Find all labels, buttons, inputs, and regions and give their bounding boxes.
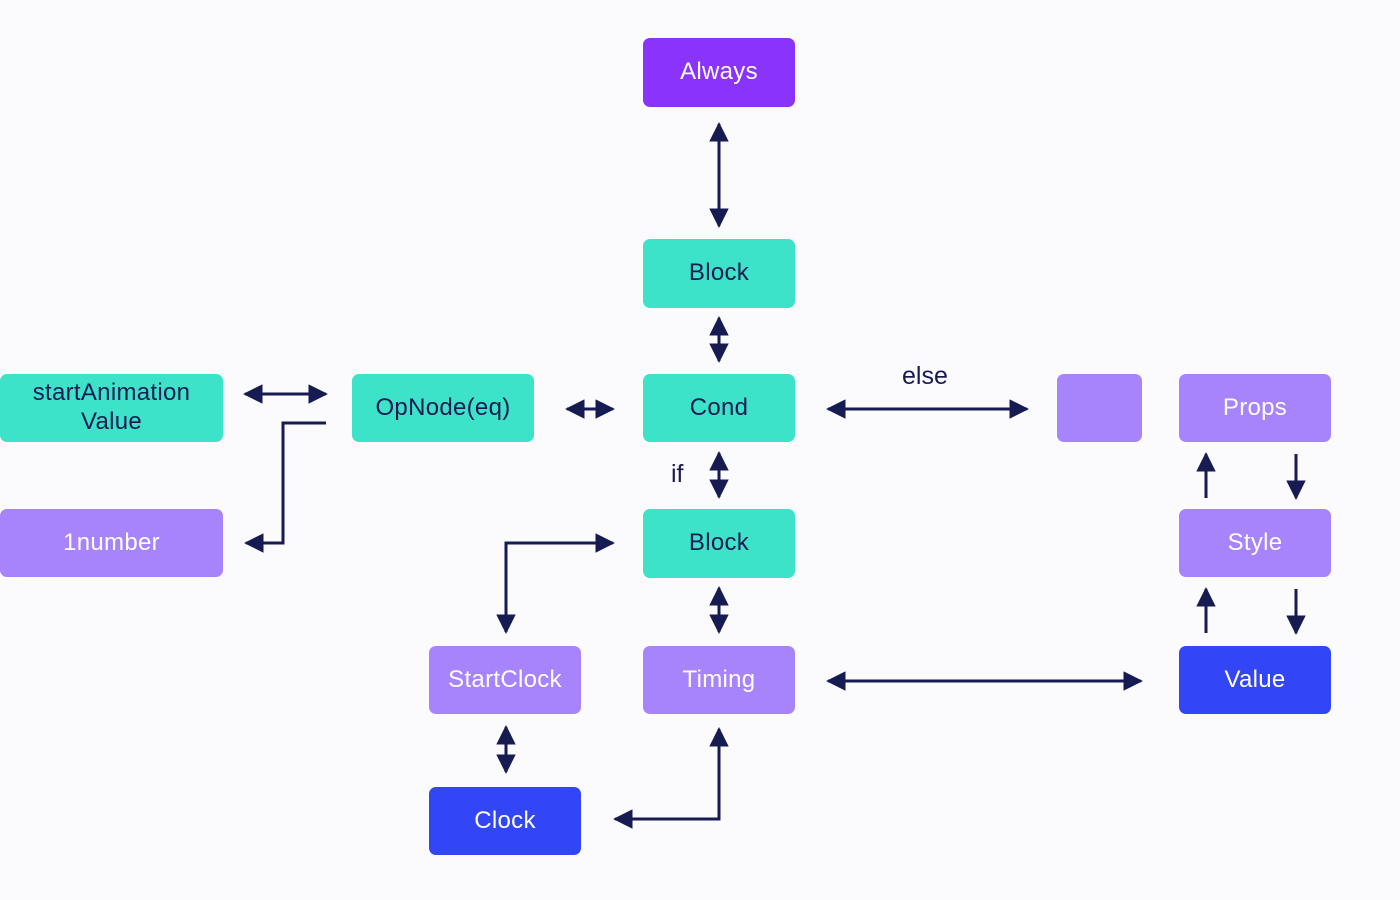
cond-node[interactable]: Cond [643,374,795,442]
block-startclock-connector [496,533,615,634]
opnode-onenumber-connector [244,421,326,553]
block-node[interactable]: Block [643,239,795,308]
clock-node[interactable]: Clock [429,787,581,855]
else-edge-label: else [902,362,948,390]
start-clock-node[interactable]: StartClock [429,646,581,714]
one-number-node[interactable]: 1number [0,509,223,577]
always-node[interactable]: Always [643,38,795,107]
props-node[interactable]: Props [1179,374,1331,442]
opnode-eq-node[interactable]: OpNode(eq) [352,374,534,442]
start-animation-value-node[interactable]: startAnimation Value [0,374,223,442]
else-target-node[interactable] [1057,374,1142,442]
style-node[interactable]: Style [1179,509,1331,577]
if-edge-label: if [671,460,684,488]
timing-node[interactable]: Timing [643,646,795,714]
timing-clock-connector [613,727,729,829]
value-node[interactable]: Value [1179,646,1331,714]
block-if-node[interactable]: Block [643,509,795,578]
